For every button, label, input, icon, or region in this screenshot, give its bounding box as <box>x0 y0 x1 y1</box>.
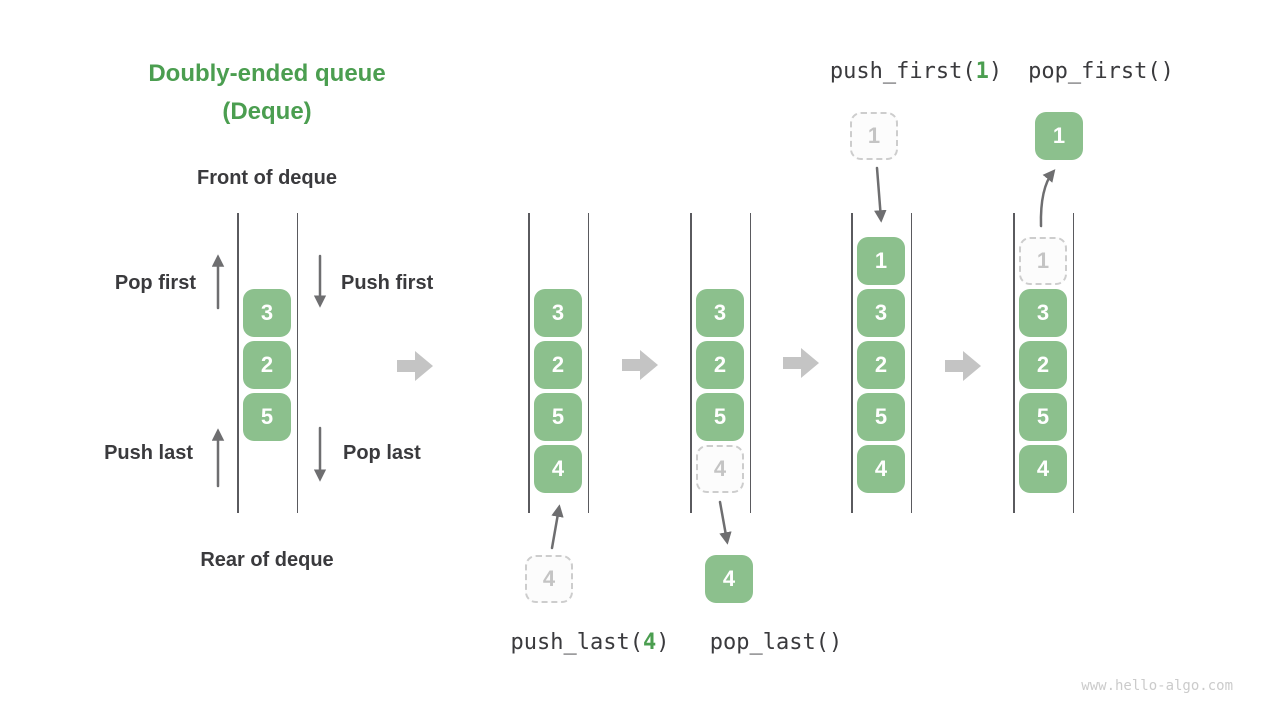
push-first-close: ) <box>988 59 1003 84</box>
push-last-code: push_last( <box>510 630 643 655</box>
cell-4: 4 <box>1019 445 1067 493</box>
push-last-operation: push_last(4) <box>511 629 670 657</box>
step-arrow-2 <box>622 350 658 380</box>
push-first-operation: push_first(1) <box>830 58 1002 86</box>
queue-wall-left <box>528 213 530 513</box>
push-first-label: Push first <box>341 272 434 294</box>
step-arrow-4 <box>945 351 981 381</box>
cell-2: 2 <box>857 341 905 389</box>
cell-3: 3 <box>1019 289 1067 337</box>
title-line-2: (Deque) <box>222 98 312 125</box>
push-last-arg: 4 <box>642 630 657 655</box>
step-arrow-3 <box>783 348 819 378</box>
queue-wall-right <box>910 213 912 513</box>
title-line-1: Doubly-ended queue <box>148 60 386 87</box>
cell-1-ghost: 1 <box>1019 237 1067 285</box>
cell-5: 5 <box>1019 393 1067 441</box>
queue-wall-left <box>237 213 239 513</box>
queue-wall-left <box>1013 213 1015 513</box>
push-first-insert-arrow <box>874 166 887 223</box>
cell-3: 3 <box>243 289 291 337</box>
push-first-code: push_first( <box>829 59 976 84</box>
cell-2: 2 <box>1019 341 1067 389</box>
cell-3: 3 <box>534 289 582 337</box>
floating-cell-push-last-source: 4 <box>525 555 573 603</box>
cell-5: 5 <box>696 393 744 441</box>
queue-wall-right <box>587 213 589 513</box>
queue-wall-left <box>851 213 853 513</box>
pop-first-code: pop_first() <box>1028 59 1174 84</box>
cell-2: 2 <box>696 341 744 389</box>
push-last-label: Push last <box>104 442 193 464</box>
cell-3: 3 <box>696 289 744 337</box>
queue-wall-right <box>749 213 751 513</box>
cell-1: 1 <box>857 237 905 285</box>
cell-4-ghost: 4 <box>696 445 744 493</box>
queue-wall-left <box>690 213 692 513</box>
pop-last-label: Pop last <box>343 442 421 464</box>
pop-first-label: Pop first <box>114 272 196 294</box>
cell-5: 5 <box>243 393 291 441</box>
push-last-insert-arrow <box>550 504 564 550</box>
cell-2: 2 <box>534 341 582 389</box>
cell-4: 4 <box>857 445 905 493</box>
cell-2: 2 <box>243 341 291 389</box>
watermark: www.hello-algo.com <box>1081 678 1233 694</box>
cell-5: 5 <box>857 393 905 441</box>
cell-4: 4 <box>534 445 582 493</box>
pop-last-operation: pop_last() <box>710 629 842 657</box>
front-of-deque-label: Front of deque <box>197 167 337 189</box>
pop-last-code: pop_last() <box>709 630 843 655</box>
floating-cell-pop-last-result: 4 <box>705 555 753 603</box>
floating-cell-pop-first-result: 1 <box>1035 112 1083 160</box>
rear-of-deque-label: Rear of deque <box>200 549 334 571</box>
diagram-title: Doubly-ended queue (Deque) <box>117 55 417 131</box>
queue-wall-right <box>1072 213 1074 513</box>
cell-3: 3 <box>857 289 905 337</box>
push-last-close: ) <box>656 630 670 655</box>
cell-5: 5 <box>534 393 582 441</box>
push-first-arg: 1 <box>975 59 989 84</box>
floating-cell-push-first-source: 1 <box>850 112 898 160</box>
pop-first-operation: pop_first() <box>1028 58 1174 86</box>
queue-wall-right <box>296 213 298 513</box>
step-arrow-1 <box>397 351 433 381</box>
